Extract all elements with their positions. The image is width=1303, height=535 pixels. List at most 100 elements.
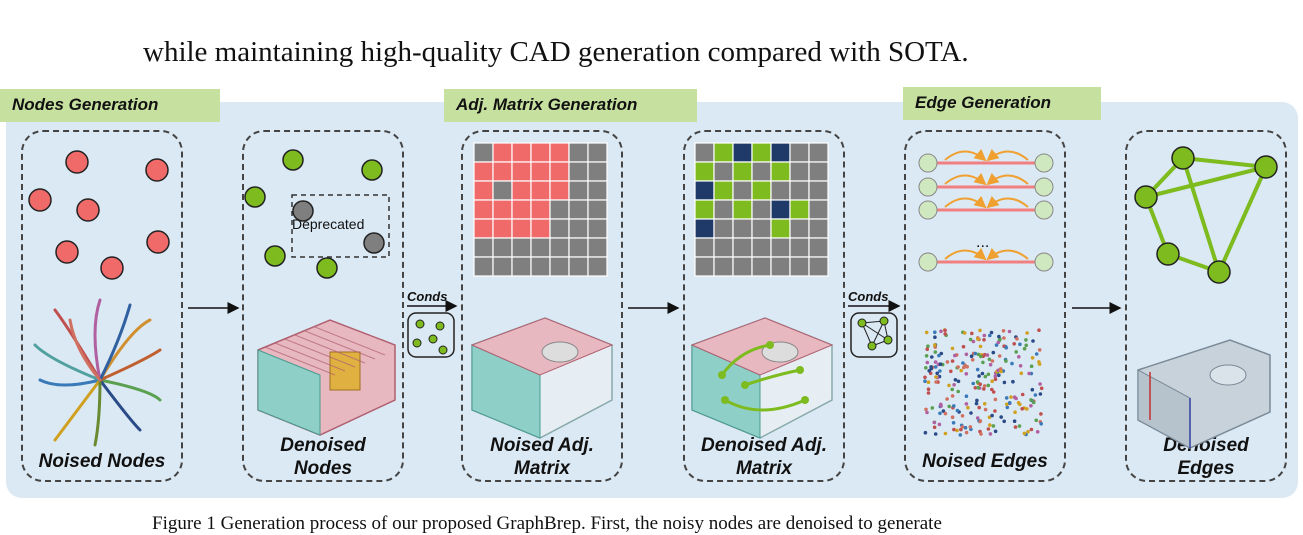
matrix-cell <box>568 161 589 182</box>
matrix-cell <box>770 142 791 163</box>
matrix-cell <box>587 237 608 258</box>
matrix-cell <box>713 237 734 258</box>
matrix-cell <box>568 180 589 201</box>
point-cloud-dot <box>939 402 943 407</box>
matrix-cell <box>473 237 494 258</box>
box-noised-adj-matrix: Noised Adj. Matrix <box>461 130 623 482</box>
deprecated-gray-nodes <box>292 200 385 254</box>
point-cloud-dot <box>1020 407 1024 411</box>
point-cloud-dot <box>1024 338 1028 342</box>
point-cloud-dot <box>1039 386 1044 391</box>
point-cloud-dot <box>1004 359 1008 363</box>
point-cloud-dot <box>962 331 967 335</box>
point-cloud-dot <box>947 383 951 388</box>
matrix-cell <box>694 142 715 163</box>
matrix-cell <box>751 161 772 182</box>
deprecated-label: Deprecated <box>292 216 365 232</box>
matrix-cell <box>549 256 570 277</box>
point-cloud-dot <box>988 362 993 367</box>
matrix-cell <box>751 142 772 163</box>
point-cloud-dot <box>939 329 943 334</box>
point-cloud-dot <box>973 351 978 356</box>
point-cloud-dot <box>1001 329 1006 333</box>
matrix-cell <box>789 199 810 220</box>
matrix-cell <box>530 237 551 258</box>
matrix-cell <box>587 256 608 277</box>
point-cloud-dot <box>952 383 956 387</box>
point-cloud-dot <box>979 354 983 359</box>
matrix-cell <box>492 199 513 220</box>
matrix-cell <box>492 161 513 182</box>
point-cloud-dot <box>1031 400 1036 405</box>
matrix-cell <box>587 161 608 182</box>
point-cloud-dot <box>1005 402 1009 407</box>
point-cloud-dot <box>1034 418 1038 423</box>
point-cloud-dot <box>974 401 979 406</box>
point-cloud-dot <box>1038 382 1042 386</box>
stage-tag-adj-matrix-generation: Adj. Matrix Generation <box>444 89 697 122</box>
point-cloud-dot <box>958 433 963 437</box>
matrix-cell <box>713 180 734 201</box>
matrix-cell <box>492 237 513 258</box>
matrix-cell <box>549 161 570 182</box>
point-cloud-dot <box>1019 371 1024 376</box>
denoised-green-nodes <box>244 149 383 279</box>
label-noised-edges: Noised Edges <box>922 451 1048 472</box>
matrix-cell <box>568 218 589 239</box>
matrix-cell <box>511 180 532 201</box>
label-noised-adj-line1: Noised Adj. <box>490 435 594 456</box>
matrix-cell <box>511 218 532 239</box>
point-cloud-dot <box>955 408 960 413</box>
matrix-cell <box>808 199 829 220</box>
label-denoised-adj-line2: Matrix <box>736 458 792 479</box>
matrix-cell <box>549 218 570 239</box>
point-cloud-dot <box>993 377 998 382</box>
matrix-cell <box>473 161 494 182</box>
box-noised-edges: Noised Edges <box>904 130 1066 482</box>
matrix-cell <box>770 180 791 201</box>
point-cloud-dot <box>1009 395 1013 399</box>
point-cloud-dot <box>932 425 937 430</box>
point-cloud-dot <box>1004 396 1009 400</box>
point-cloud-dot <box>926 391 931 395</box>
point-cloud-dot <box>950 394 955 398</box>
point-cloud-dot <box>953 378 958 382</box>
point-cloud-dot <box>1037 328 1041 333</box>
point-cloud-dot <box>986 372 991 377</box>
point-cloud-dot <box>937 422 942 427</box>
conds-label-2: Conds <box>848 289 889 304</box>
point-cloud-dot <box>1022 431 1027 436</box>
point-cloud-dot <box>1039 412 1043 416</box>
point-cloud-dot <box>975 398 979 403</box>
matrix-cell <box>713 161 734 182</box>
matrix-cell <box>713 142 734 163</box>
matrix-cell <box>770 199 791 220</box>
point-cloud-dot <box>1007 401 1012 405</box>
point-cloud-dot <box>990 413 994 418</box>
point-cloud-dot <box>993 374 998 379</box>
matrix-cell <box>568 237 589 258</box>
point-cloud-dot <box>982 384 987 388</box>
edge-arc-arrow <box>986 247 1029 261</box>
point-cloud-dot <box>933 432 938 436</box>
point-cloud-dot <box>976 337 980 341</box>
point-cloud-dot <box>959 427 963 432</box>
matrix-cell <box>751 180 772 201</box>
matrix-cell <box>694 161 715 182</box>
point-cloud-dot <box>1014 350 1018 354</box>
point-cloud-dot <box>1039 422 1043 426</box>
point-cloud-dot <box>964 372 969 376</box>
matrix-cell <box>568 199 589 220</box>
stage-tag-nodes-generation: Nodes Generation <box>0 89 220 122</box>
point-cloud-dot <box>987 415 992 420</box>
edge-pairs <box>918 148 1054 272</box>
point-cloud-dot <box>997 334 1001 339</box>
matrix-cell <box>511 256 532 277</box>
cad-model-noised-adj <box>470 317 614 439</box>
matrix-cell <box>530 142 551 163</box>
point-cloud-dot <box>997 373 1001 378</box>
matrix-cell <box>713 199 734 220</box>
point-cloud-dot <box>964 394 969 399</box>
point-cloud-dot <box>960 414 965 418</box>
point-cloud-dot <box>926 380 931 385</box>
